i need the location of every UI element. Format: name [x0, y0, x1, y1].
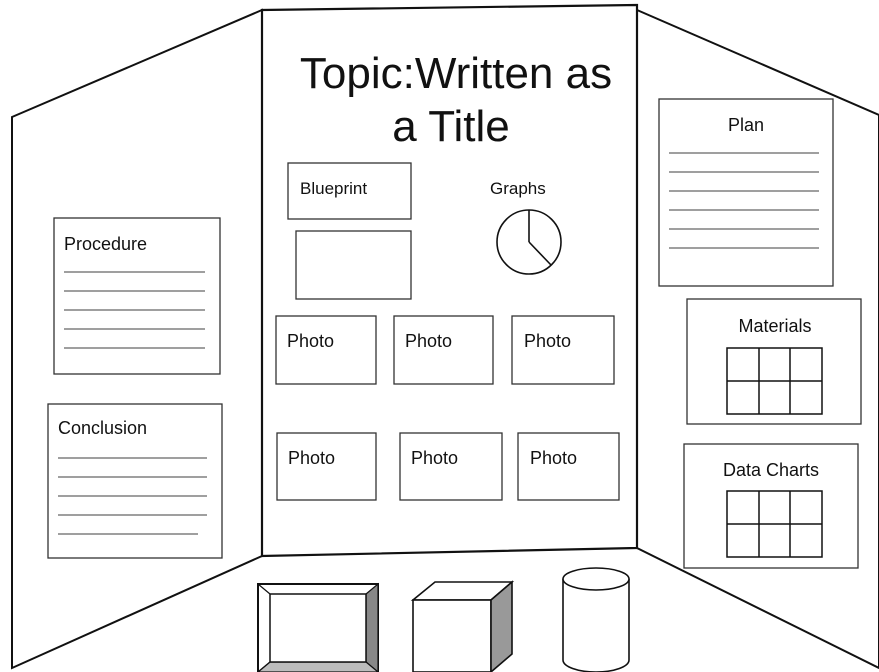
photo-card: Photo	[393, 315, 494, 385]
board-title-line2: a Title	[392, 102, 509, 151]
pie-chart-icon	[496, 209, 562, 275]
data-charts-label: Data Charts	[723, 460, 819, 480]
photo-label: Photo	[411, 448, 458, 468]
center-panel	[260, 3, 639, 558]
conclusion-label: Conclusion	[58, 418, 147, 438]
procedure-label: Procedure	[64, 234, 147, 254]
photo-card: Photo	[511, 315, 615, 385]
photo-label: Photo	[405, 331, 452, 351]
photo-card: Photo	[276, 432, 377, 501]
plan-card: Plan	[658, 98, 834, 287]
photo-card: Photo	[399, 432, 503, 501]
graphs-label: Graphs	[490, 179, 546, 198]
plan-label: Plan	[728, 115, 764, 135]
photo-label: Photo	[288, 448, 335, 468]
blueprint-label: Blueprint	[300, 179, 367, 198]
blueprint-box	[287, 162, 412, 220]
board-title-line1: Topic:Written as	[300, 49, 612, 98]
grid-table-icon	[726, 490, 823, 558]
procedure-card: Procedure	[53, 217, 221, 375]
data-charts-card: Data Charts	[683, 443, 859, 569]
photo-label: Photo	[287, 331, 334, 351]
grid-table-icon	[726, 347, 823, 415]
blueprint-image-box	[295, 230, 412, 300]
photo-label: Photo	[524, 331, 571, 351]
beveled-frame-object	[257, 582, 379, 672]
materials-label: Materials	[738, 316, 811, 336]
photo-card: Photo	[517, 432, 620, 501]
photo-card: Photo	[275, 315, 377, 385]
conclusion-card: Conclusion	[47, 403, 223, 559]
photo-label: Photo	[530, 448, 577, 468]
materials-card: Materials	[686, 298, 862, 425]
cube-object	[410, 580, 515, 672]
cylinder-object	[562, 567, 630, 672]
